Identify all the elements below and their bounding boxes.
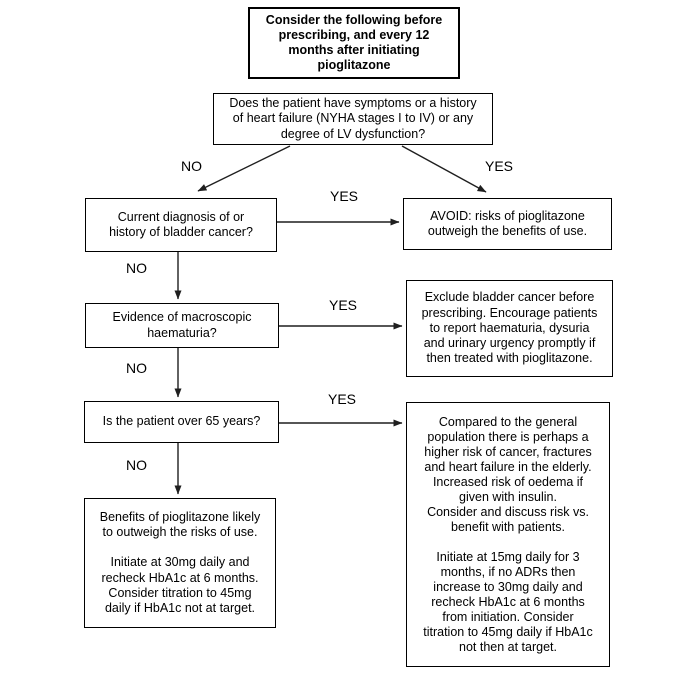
edge-label-yes-haematuria: YES xyxy=(329,297,358,313)
node-avoid-outcome: AVOID: risks of pioglitazone outweigh th… xyxy=(403,198,612,250)
node-over-65-question: Is the patient over 65 years? xyxy=(84,401,279,443)
node-haematuria-question: Evidence of macroscopic haematuria? xyxy=(85,303,279,348)
node-elderly-outcome: Compared to the general population there… xyxy=(406,402,610,667)
edge-label-yes-over65: YES xyxy=(328,391,357,407)
node-title: Consider the following before prescribin… xyxy=(248,7,460,79)
node-heart-failure-question: Does the patient have symptoms or a hist… xyxy=(213,93,493,145)
node-bladder-cancer-question: Current diagnosis of or history of bladd… xyxy=(85,198,277,252)
node-exclude-bladder-cancer: Exclude bladder cancer before prescribin… xyxy=(406,280,613,377)
edge-label-no-bladder: NO xyxy=(126,260,147,276)
arrow-heart-no-diagonal xyxy=(197,145,291,192)
edge-label-no-over65: NO xyxy=(126,457,147,473)
edge-label-yes-heart: YES xyxy=(485,158,514,174)
edge-label-yes-bladder: YES xyxy=(330,188,359,204)
edge-label-no-heart: NO xyxy=(181,158,202,174)
arrow-heart-yes-diagonal xyxy=(401,145,487,193)
node-benefits-outcome: Benefits of pioglitazone likely to outwe… xyxy=(84,498,276,628)
edge-label-no-haematuria: NO xyxy=(126,360,147,376)
